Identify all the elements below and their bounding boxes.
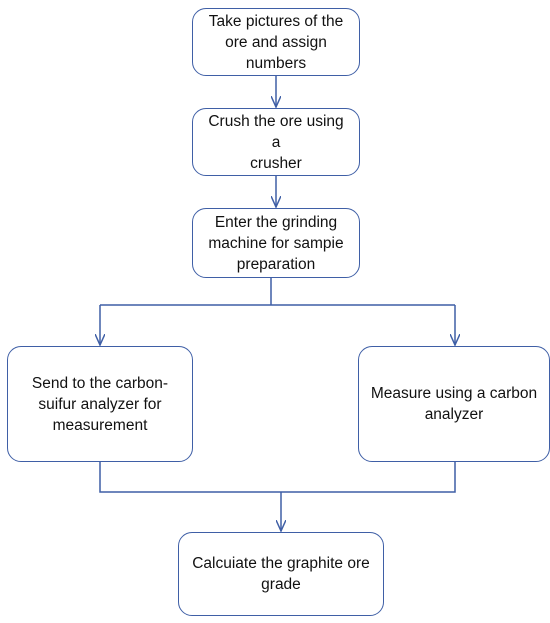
step-grinding-machine-text: Enter the grinding machine for sampie pr… [208,213,344,273]
step-carbon-sulfur-analyzer-text: Send to the carbon- suifur analyzer for … [31,374,169,434]
step-calculate-grade: Calcuiate the graphite ore grade [178,532,384,616]
step-calculate-grade-text: Calcuiate the graphite ore grade [192,555,370,593]
merge-connector [99,462,456,493]
step-take-pictures-text: Take pictures of the ore and assign numb… [208,12,344,72]
step-grinding-machine: Enter the grinding machine for sampie pr… [192,208,360,278]
step-take-pictures: Take pictures of the ore and assign numb… [192,8,360,76]
step-carbon-sulfur-analyzer: Send to the carbon- suifur analyzer for … [7,346,193,462]
step-carbon-analyzer-text: Measure using a carbon analyzer [370,385,538,423]
step-carbon-analyzer: Measure using a carbon analyzer [358,346,550,462]
split-connector [100,278,455,306]
step-crush-ore: Crush the ore using a crusher [192,108,360,176]
step-crush-ore-text: Crush the ore using a crusher [208,112,344,172]
